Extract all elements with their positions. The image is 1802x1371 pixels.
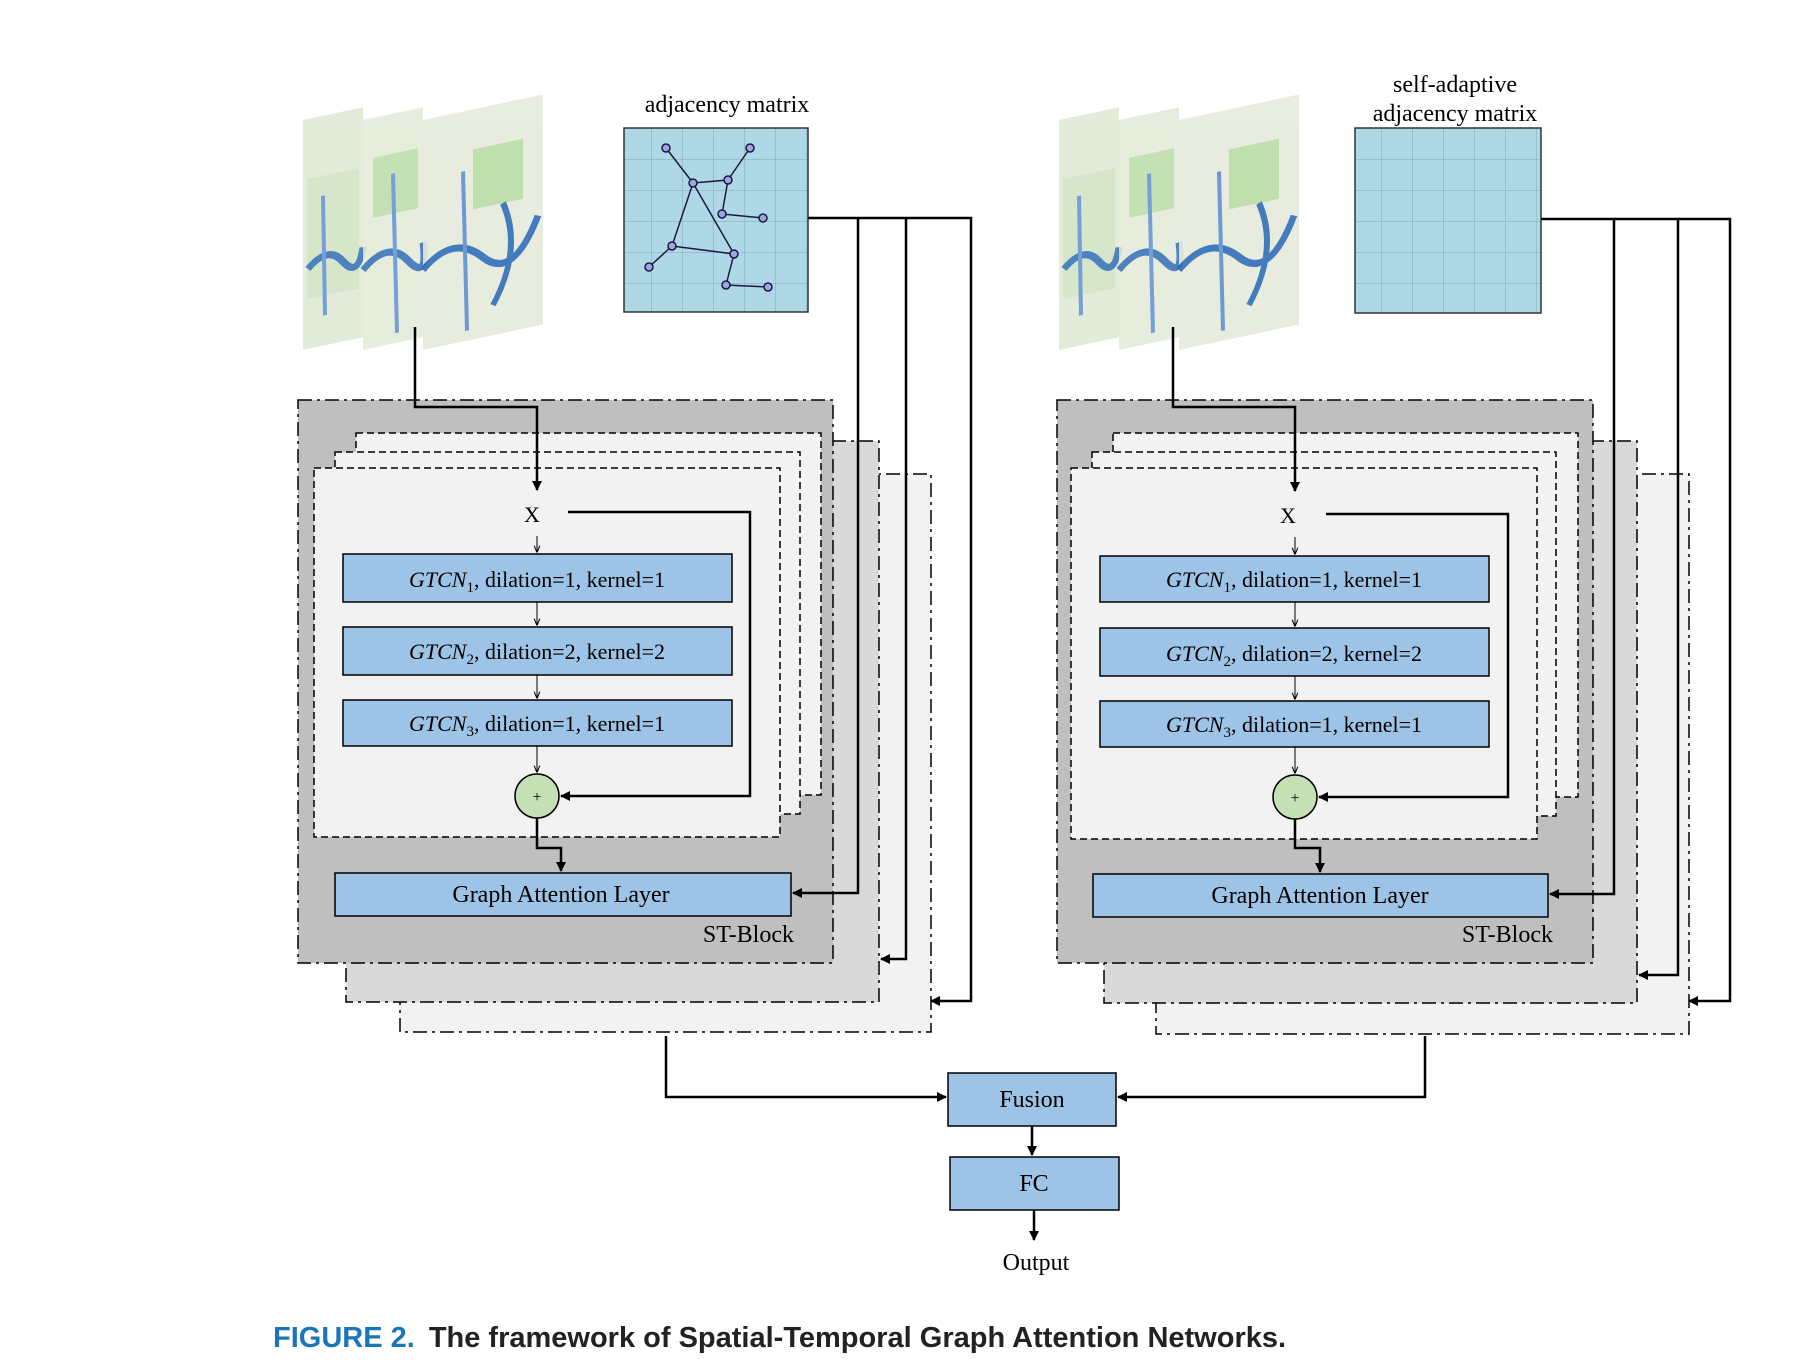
gtcn-subscript: 2 — [466, 652, 474, 668]
svg-text:GTCN2, dilation=2, kernel=2: GTCN2, dilation=2, kernel=2 — [409, 639, 665, 668]
graph-attention-layer-left: Graph Attention Layer — [334, 872, 792, 917]
gtcn-params: , dilation=2, kernel=2 — [474, 639, 665, 664]
traffic-map-stack-icon-right — [1059, 94, 1299, 350]
self-adaptive-label-line2: adjacency matrix — [1373, 101, 1538, 127]
caption-text: The framework of Spatial-Temporal Graph … — [428, 1322, 1287, 1354]
gtcn-params: , dilation=2, kernel=2 — [1231, 641, 1422, 666]
st-block-label-right: ST-Block — [1462, 922, 1553, 948]
gtcn-name: GTCN — [409, 639, 468, 664]
gtcn-subscript: 1 — [1223, 580, 1231, 596]
figure-caption: FIGURE 2. The framework of Spatial-Tempor… — [273, 1322, 1286, 1355]
gtcn-subscript: 2 — [1223, 654, 1231, 670]
svg-text:GTCN2, dilation=2, kernel=2: GTCN2, dilation=2, kernel=2 — [1166, 641, 1422, 670]
self-adaptive-label-line1: self-adaptive — [1393, 72, 1517, 98]
figure-number: FIGURE 2. — [273, 1322, 415, 1354]
graph-icon — [644, 143, 773, 292]
sum-node-right: + — [1272, 774, 1318, 820]
gtcn-name: GTCN — [1166, 712, 1225, 737]
svg-text:FC: FC — [1019, 1171, 1048, 1197]
input-x-label-left: X — [524, 502, 540, 527]
svg-text:GTCN3, dilation=1, kernel=1: GTCN3, dilation=1, kernel=1 — [409, 711, 665, 740]
gtcn-layer-2-left: GTCN2, dilation=2, kernel=2 — [342, 626, 733, 676]
svg-text:Graph Attention Layer: Graph Attention Layer — [452, 882, 669, 908]
st-block-label-left: ST-Block — [703, 922, 794, 948]
fc-box: FC — [949, 1156, 1120, 1211]
gtcn-name: GTCN — [409, 567, 468, 592]
adjacency-matrix-label: adjacency matrix — [645, 92, 810, 118]
gtcn-subscript: 3 — [1223, 725, 1231, 741]
svg-text:Graph Attention Layer: Graph Attention Layer — [1211, 883, 1428, 909]
gtcn-layer-3-left: GTCN3, dilation=1, kernel=1 — [342, 699, 733, 747]
gtcn-subscript: 3 — [466, 724, 474, 740]
sum-node-left: + — [514, 773, 560, 819]
gtcn-params: , dilation=1, kernel=1 — [1231, 567, 1422, 592]
input-x-label-right: X — [1280, 503, 1296, 528]
gtcn-layer-1-right: GTCN1, dilation=1, kernel=1 — [1099, 555, 1490, 603]
svg-text:Fusion: Fusion — [999, 1087, 1064, 1113]
traffic-map-stack-icon-left — [303, 94, 543, 350]
gtcn-params: , dilation=1, kernel=1 — [474, 711, 665, 736]
gtcn-name: GTCN — [1166, 567, 1225, 592]
gtcn-name: GTCN — [409, 711, 468, 736]
graph-attention-layer-right: Graph Attention Layer — [1092, 873, 1549, 918]
svg-text:+: + — [1290, 790, 1299, 807]
fusion-box: Fusion — [947, 1072, 1117, 1127]
gtcn-layer-1-left: GTCN1, dilation=1, kernel=1 — [342, 553, 733, 603]
svg-text:GTCN1, dilation=1, kernel=1: GTCN1, dilation=1, kernel=1 — [1166, 567, 1422, 596]
gtcn-params: , dilation=1, kernel=1 — [1231, 712, 1422, 737]
gtcn-subscript: 1 — [466, 580, 474, 596]
self-adaptive-matrix-grid — [1354, 127, 1542, 314]
svg-text:GTCN1, dilation=1, kernel=1: GTCN1, dilation=1, kernel=1 — [409, 567, 665, 596]
svg-text:+: + — [532, 789, 541, 806]
gtcn-layer-2-right: GTCN2, dilation=2, kernel=2 — [1099, 627, 1490, 677]
adjacency-matrix-grid — [623, 127, 809, 313]
svg-text:GTCN3, dilation=1, kernel=1: GTCN3, dilation=1, kernel=1 — [1166, 712, 1422, 741]
gtcn-layer-3-right: GTCN3, dilation=1, kernel=1 — [1099, 700, 1490, 748]
connectors-left — [413, 216, 973, 1006]
output-label: Output — [1003, 1250, 1070, 1276]
connectors-bottom — [664, 1036, 1427, 1241]
gtcn-name: GTCN — [1166, 641, 1225, 666]
connectors-right — [1171, 217, 1732, 1006]
gtcn-params: , dilation=1, kernel=1 — [474, 567, 665, 592]
